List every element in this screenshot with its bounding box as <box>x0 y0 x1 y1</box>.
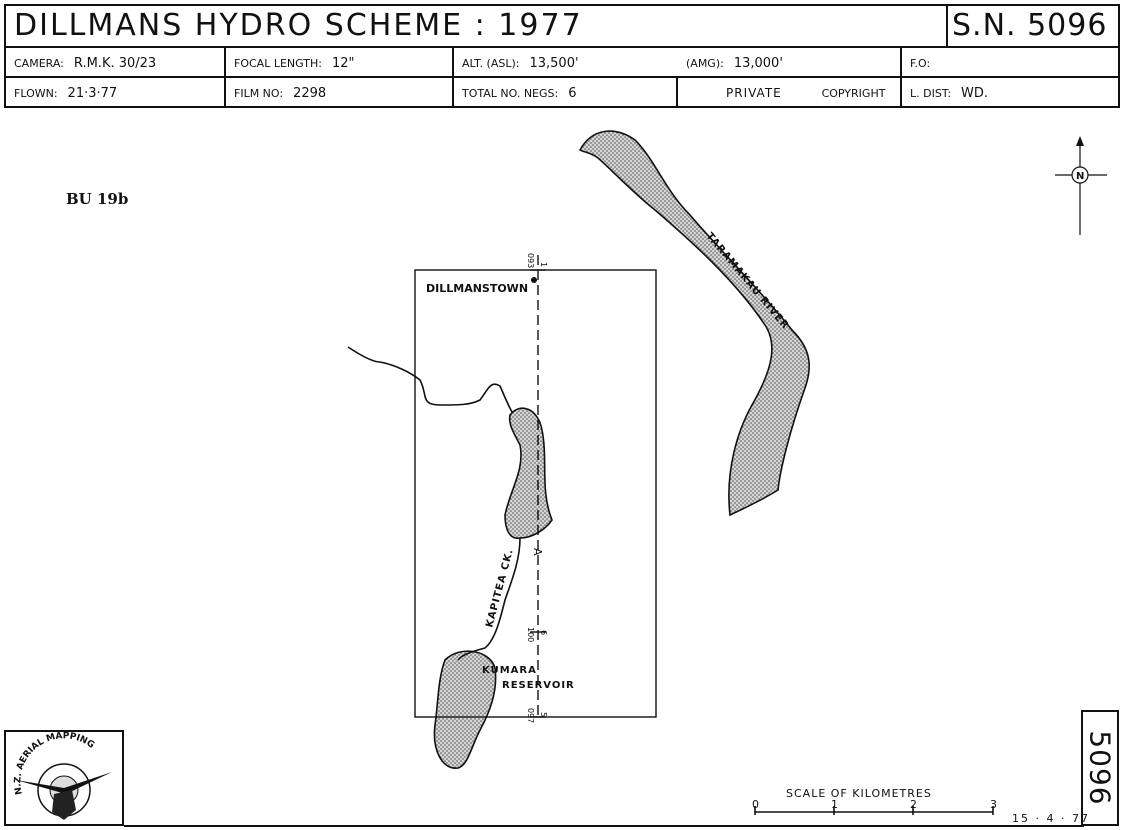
scale-title: SCALE OF KILOMETRES <box>786 787 932 800</box>
scale-tick-3: 3 <box>990 798 997 811</box>
info-row-2: FLOWN: 21·3·77 FILM NO: 2298 TOTAL NO. NEG… <box>6 78 1118 108</box>
focal-cell: FOCAL LENGTH: 12" <box>224 48 452 76</box>
flown-value: 21·3·77 <box>67 86 118 101</box>
nz-aerial-mapping-logo: N.Z. AERIAL MAPPING <box>4 730 124 826</box>
label-photo-top-num: 1 <box>539 262 548 267</box>
label-kumara: KUMARA <box>482 665 537 676</box>
focal-value: 12" <box>331 56 355 71</box>
amg-value: 13,000' <box>733 56 783 71</box>
negs-cell: TOTAL NO. NEGS: 6 <box>452 78 676 108</box>
camera-label: CAMERA: <box>14 57 64 70</box>
alt-value: 13,500' <box>529 56 579 71</box>
creek-lower <box>457 537 521 661</box>
north-label: N <box>1076 171 1084 182</box>
label-photo-mid: 100 <box>526 627 535 642</box>
flown-cell: FLOWN: 21·3·77 <box>6 78 224 108</box>
label-photo-bottom-num: 5 <box>539 712 548 717</box>
logo-emblem: N.Z. AERIAL MAPPING <box>13 731 112 820</box>
title-row: DILLMANS HYDRO SCHEME : 1977 S.N. 5096 <box>6 6 1118 48</box>
label-reservoir: RESERVOIR <box>502 680 575 691</box>
film-cell: FILM NO: 2298 <box>224 78 452 108</box>
info-row-1: CAMERA: R.M.K. 30/23 FOCAL LENGTH: 12" ALT… <box>6 48 1118 78</box>
creek-line <box>347 346 513 413</box>
ldist-value: WD. <box>961 86 989 101</box>
sheet-number: 5096 <box>1083 730 1117 806</box>
amg-cell: (AMG): 13,000' <box>678 48 900 76</box>
title-block: DILLMANS HYDRO SCHEME : 1977 S.N. 5096 C… <box>4 4 1120 108</box>
scale-bar <box>754 806 994 815</box>
kapitea-water <box>504 407 553 539</box>
index-label: BU 19b <box>66 190 129 208</box>
private-label: PRIVATE <box>726 86 782 100</box>
copyright-label: COPYRIGHT <box>821 87 886 100</box>
copyright-cell: PRIVATE COPYRIGHT <box>676 78 900 108</box>
focal-label: FOCAL LENGTH: <box>234 57 322 70</box>
label-photo-mid-num: 6 <box>539 630 548 635</box>
label-run-a: A <box>531 548 544 556</box>
ldist-label: L. DIST: <box>910 87 952 100</box>
film-label: FILM NO: <box>234 87 284 100</box>
label-photo-top: 093 <box>526 253 535 268</box>
scale-tick-2: 2 <box>910 798 917 811</box>
taramakau-river <box>578 130 810 517</box>
film-value: 2298 <box>293 86 327 101</box>
sheet-number-box: 5096 <box>1081 710 1119 826</box>
label-taramakau: TARAMAKAU RIVER <box>704 231 791 332</box>
map-date: 15 · 4 · 77 <box>1012 812 1090 825</box>
flown-label: FLOWN: <box>14 87 58 100</box>
alt-label: ALT. (ASL): <box>462 57 520 70</box>
fo-label: F.O: <box>910 57 931 70</box>
label-photo-bottom: 097 <box>526 708 535 723</box>
negs-value: 6 <box>568 86 577 101</box>
amg-label: (AMG): <box>686 57 724 70</box>
map-title: DILLMANS HYDRO SCHEME : 1977 <box>14 8 583 43</box>
scale-tick-0: 0 <box>752 798 759 811</box>
north-arrow <box>1055 136 1107 235</box>
sheet-serial: S.N. 5096 <box>946 6 1118 46</box>
scale-tick-1: 1 <box>831 798 838 811</box>
alt-asl-cell: ALT. (ASL): 13,500' <box>452 48 676 76</box>
fo-cell: F.O: <box>900 48 1120 76</box>
flight-line-start <box>531 277 537 283</box>
label-dillmanstown: DILLMANSTOWN <box>426 282 528 295</box>
camera-cell: CAMERA: R.M.K. 30/23 <box>6 48 224 76</box>
ldist-cell: L. DIST: WD. <box>900 78 1120 108</box>
camera-value: R.M.K. 30/23 <box>73 56 157 71</box>
negs-label: TOTAL NO. NEGS: <box>462 87 559 100</box>
